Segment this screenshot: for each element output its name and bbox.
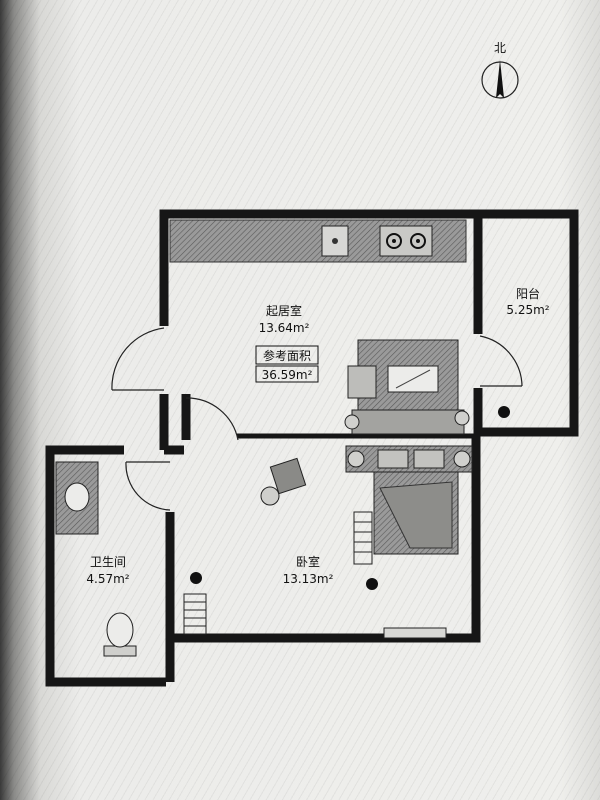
side-lamp-icon [344, 414, 360, 430]
balcony-area: 5.25m² [506, 303, 549, 317]
desk-icon [269, 457, 307, 495]
bedroom-column-icon [366, 578, 378, 590]
chair-icon [260, 486, 280, 506]
bed [345, 445, 473, 565]
sink-drain-icon [332, 238, 338, 244]
walls [45, 209, 579, 687]
toilet-icon [106, 612, 134, 648]
sofa-icon [351, 409, 465, 435]
living-room-area: 13.64m² [259, 321, 310, 335]
washbasin-icon [64, 482, 90, 512]
bedroom-door-swing [185, 397, 239, 441]
living-room-name: 起居室 [266, 303, 302, 318]
balcony-drain-icon [498, 406, 510, 418]
sofa-group [344, 339, 470, 435]
compass-label: 北 [494, 41, 506, 55]
bedroom-window [383, 627, 447, 639]
entry-door-swing [111, 327, 165, 391]
bedroom-name: 卧室 [296, 554, 320, 569]
reference-area-box [255, 345, 319, 365]
headboard-icon [345, 445, 473, 473]
bench-icon [353, 511, 373, 565]
balcony-door-swing [479, 335, 523, 387]
reference-area-label: 参考面积 [263, 348, 311, 363]
desk-chair [260, 457, 307, 506]
bathroom-area: 4.57m² [86, 572, 129, 586]
pillow-icon [413, 449, 445, 469]
kitchen-counter [169, 219, 467, 263]
armchair-icon [347, 365, 377, 399]
compass-arrow-icon [496, 60, 504, 98]
nightstand-lamp-icon [453, 450, 471, 468]
doors [111, 327, 523, 511]
bathroom-drain-icon [190, 572, 202, 584]
nightstand-lamp-icon [347, 450, 365, 468]
pillow-icon [377, 449, 409, 469]
bathroom-name: 卫生间 [90, 555, 126, 569]
north-compass: 北 [481, 41, 519, 99]
wardrobe [183, 593, 207, 635]
bathroom-door-swing [125, 461, 171, 511]
stove-icon [379, 225, 433, 257]
side-lamp-icon [454, 410, 470, 426]
bedroom-area: 13.13m² [283, 572, 334, 586]
reference-area-value: 36.59m² [262, 368, 313, 382]
bathroom-fixtures [55, 461, 137, 657]
balcony-name: 阳台 [516, 286, 540, 301]
